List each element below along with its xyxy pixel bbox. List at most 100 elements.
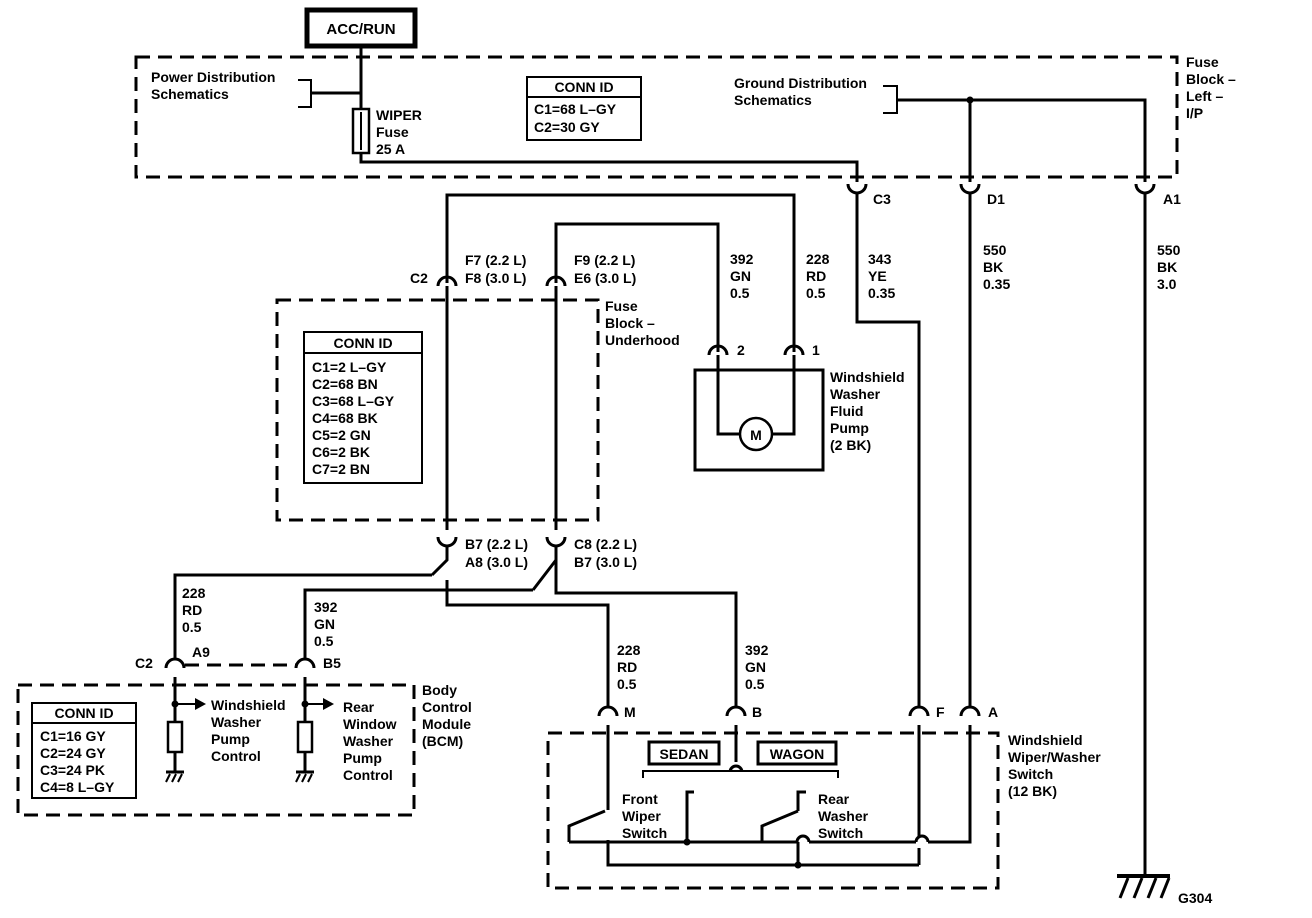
svg-text:C7=2 BN: C7=2 BN — [312, 461, 370, 477]
ip-pin-a1: A1 — [1134, 183, 1181, 207]
switch-pin-f: F — [908, 704, 945, 720]
svg-text:RD: RD — [617, 659, 637, 675]
svg-text:GN: GN — [745, 659, 766, 675]
svg-text:A9: A9 — [192, 644, 210, 660]
svg-text:C3: C3 — [873, 191, 891, 207]
svg-text:25 A: 25 A — [376, 141, 405, 157]
svg-text:RD: RD — [806, 268, 826, 284]
option-b-wire — [728, 725, 744, 773]
svg-text:3.0: 3.0 — [1157, 276, 1177, 292]
svg-text:C3=68 L–GY: C3=68 L–GY — [312, 393, 395, 409]
svg-text:Windshield: Windshield — [1008, 732, 1083, 748]
svg-text:228: 228 — [806, 251, 830, 267]
washer-pump-pin-1: 1 — [772, 342, 820, 436]
svg-text:RD: RD — [182, 602, 202, 618]
front-wiper-contact — [683, 790, 694, 846]
svg-text:Control: Control — [422, 699, 472, 715]
svg-text:Block –: Block – — [605, 315, 655, 331]
svg-text:BK: BK — [1157, 259, 1177, 275]
svg-text:0.5: 0.5 — [745, 676, 765, 692]
switch-pin-m: M — [597, 704, 636, 720]
wire-label-sw-b: 392 GN 0.5 — [745, 642, 769, 692]
svg-text:M: M — [624, 704, 636, 720]
acc-run-label: ACC/RUN — [326, 21, 395, 38]
svg-text:0.5: 0.5 — [617, 676, 637, 692]
svg-text:0.5: 0.5 — [314, 633, 334, 649]
ground-g304-label: G304 — [1178, 890, 1212, 906]
fuse-block-underhood-title: Fuse Block – Underhood — [605, 298, 680, 348]
switch-pin-a: A — [959, 704, 998, 720]
ground-g304-icon — [1117, 874, 1171, 899]
wagon-option: WAGON — [756, 740, 838, 766]
underhood-pin-c8: C8 (2.2 L) B7 (3.0 L) — [545, 536, 637, 570]
bus-hop-2 — [914, 834, 930, 843]
fuse-block-ip-title: Fuse Block – Left – I/P — [1186, 54, 1236, 121]
svg-text:C1=68 L–GY: C1=68 L–GY — [534, 101, 617, 117]
bcm-ws-control-label: Windshield Washer Pump Control — [211, 697, 286, 764]
bcm-ws-driver-circuit — [165, 677, 206, 783]
svg-text:Block –: Block – — [1186, 71, 1236, 87]
svg-text:Underhood: Underhood — [605, 332, 680, 348]
svg-text:Front: Front — [622, 791, 658, 807]
svg-text:CONN ID: CONN ID — [554, 79, 613, 95]
svg-text:C2=30 GY: C2=30 GY — [534, 119, 600, 135]
rear-washer-switch-label: Rear Washer Switch — [818, 791, 869, 841]
wire-228-to-switch — [445, 580, 610, 708]
svg-text:Fuse: Fuse — [605, 298, 638, 314]
bcm-pin-b5: B5 — [294, 655, 341, 671]
svg-text:Pump: Pump — [830, 420, 869, 436]
fuse-block-underhood-boundary — [275, 298, 600, 522]
svg-text:C4=8 L–GY: C4=8 L–GY — [40, 779, 115, 795]
ip-pin-d1: D1 — [959, 183, 1005, 207]
svg-text:A1: A1 — [1163, 191, 1181, 207]
svg-text:Fuse: Fuse — [376, 124, 409, 140]
svg-text:CONN ID: CONN ID — [333, 335, 392, 351]
svg-text:Body: Body — [422, 682, 457, 698]
svg-text:Washer: Washer — [830, 386, 881, 402]
sedan-option: SEDAN — [647, 740, 721, 766]
fuse-out-wire — [359, 153, 859, 182]
svg-text:Rear: Rear — [343, 699, 375, 715]
svg-text:C1=2 L–GY: C1=2 L–GY — [312, 359, 387, 375]
svg-text:Control: Control — [211, 748, 261, 764]
underhood-pin-f9: F9 (2.2 L) E6 (3.0 L) — [545, 252, 636, 530]
wire-label-a1: 550 BK 3.0 — [1157, 242, 1181, 292]
wire-label-bcm-a9: 228 RD 0.5 — [182, 585, 206, 635]
svg-text:Washer: Washer — [211, 714, 262, 730]
svg-text:Switch: Switch — [1008, 766, 1053, 782]
svg-text:WIPER: WIPER — [376, 107, 422, 123]
underhood-pin-b7: B7 (2.2 L) A8 (3.0 L) — [436, 536, 528, 570]
svg-text:C6=2 BK: C6=2 BK — [312, 444, 370, 460]
bcm-pin-a9: A9 — [164, 644, 210, 669]
wire-392-gn-loop — [554, 222, 720, 352]
wire-label-sw-m: 228 RD 0.5 — [617, 642, 641, 692]
svg-text:WAGON: WAGON — [770, 746, 824, 762]
svg-text:Rear: Rear — [818, 791, 850, 807]
underhood-c2-label: C2 — [410, 270, 428, 286]
svg-text:Fluid: Fluid — [830, 403, 863, 419]
front-wiper-switch-label: Front Wiper Switch — [622, 791, 667, 841]
bcm-rear-control-label: Rear Window Washer Pump Control — [343, 699, 397, 783]
svg-text:Module: Module — [422, 716, 471, 732]
wire-label-pump-1: 228 RD 0.5 — [806, 251, 830, 301]
svg-text:Control: Control — [343, 767, 393, 783]
svg-text:228: 228 — [182, 585, 206, 601]
svg-text:Switch: Switch — [622, 825, 667, 841]
svg-text:Wiper: Wiper — [622, 808, 661, 824]
wiper-fuse-icon — [351, 107, 371, 155]
washer-pump-label: Windshield Washer Fluid Pump (2 BK) — [830, 369, 905, 453]
wire-label-c3: 343 YE 0.35 — [868, 251, 895, 301]
power-distribution-ref: Power Distribution Schematics — [151, 69, 361, 108]
switch-bus-lower — [606, 840, 919, 867]
svg-text:BK: BK — [983, 259, 1003, 275]
svg-text:Power Distribution: Power Distribution — [151, 69, 275, 85]
wire-392-to-switch — [554, 560, 738, 708]
svg-text:GN: GN — [730, 268, 751, 284]
svg-text:D1: D1 — [987, 191, 1005, 207]
ground-distribution-ref: Ground Distribution Schematics — [734, 75, 1147, 182]
bcm-label: Body Control Module (BCM) — [422, 682, 472, 749]
svg-text:C2=68 BN: C2=68 BN — [312, 376, 378, 392]
svg-text:F: F — [936, 704, 945, 720]
svg-text:Fuse: Fuse — [1186, 54, 1219, 70]
